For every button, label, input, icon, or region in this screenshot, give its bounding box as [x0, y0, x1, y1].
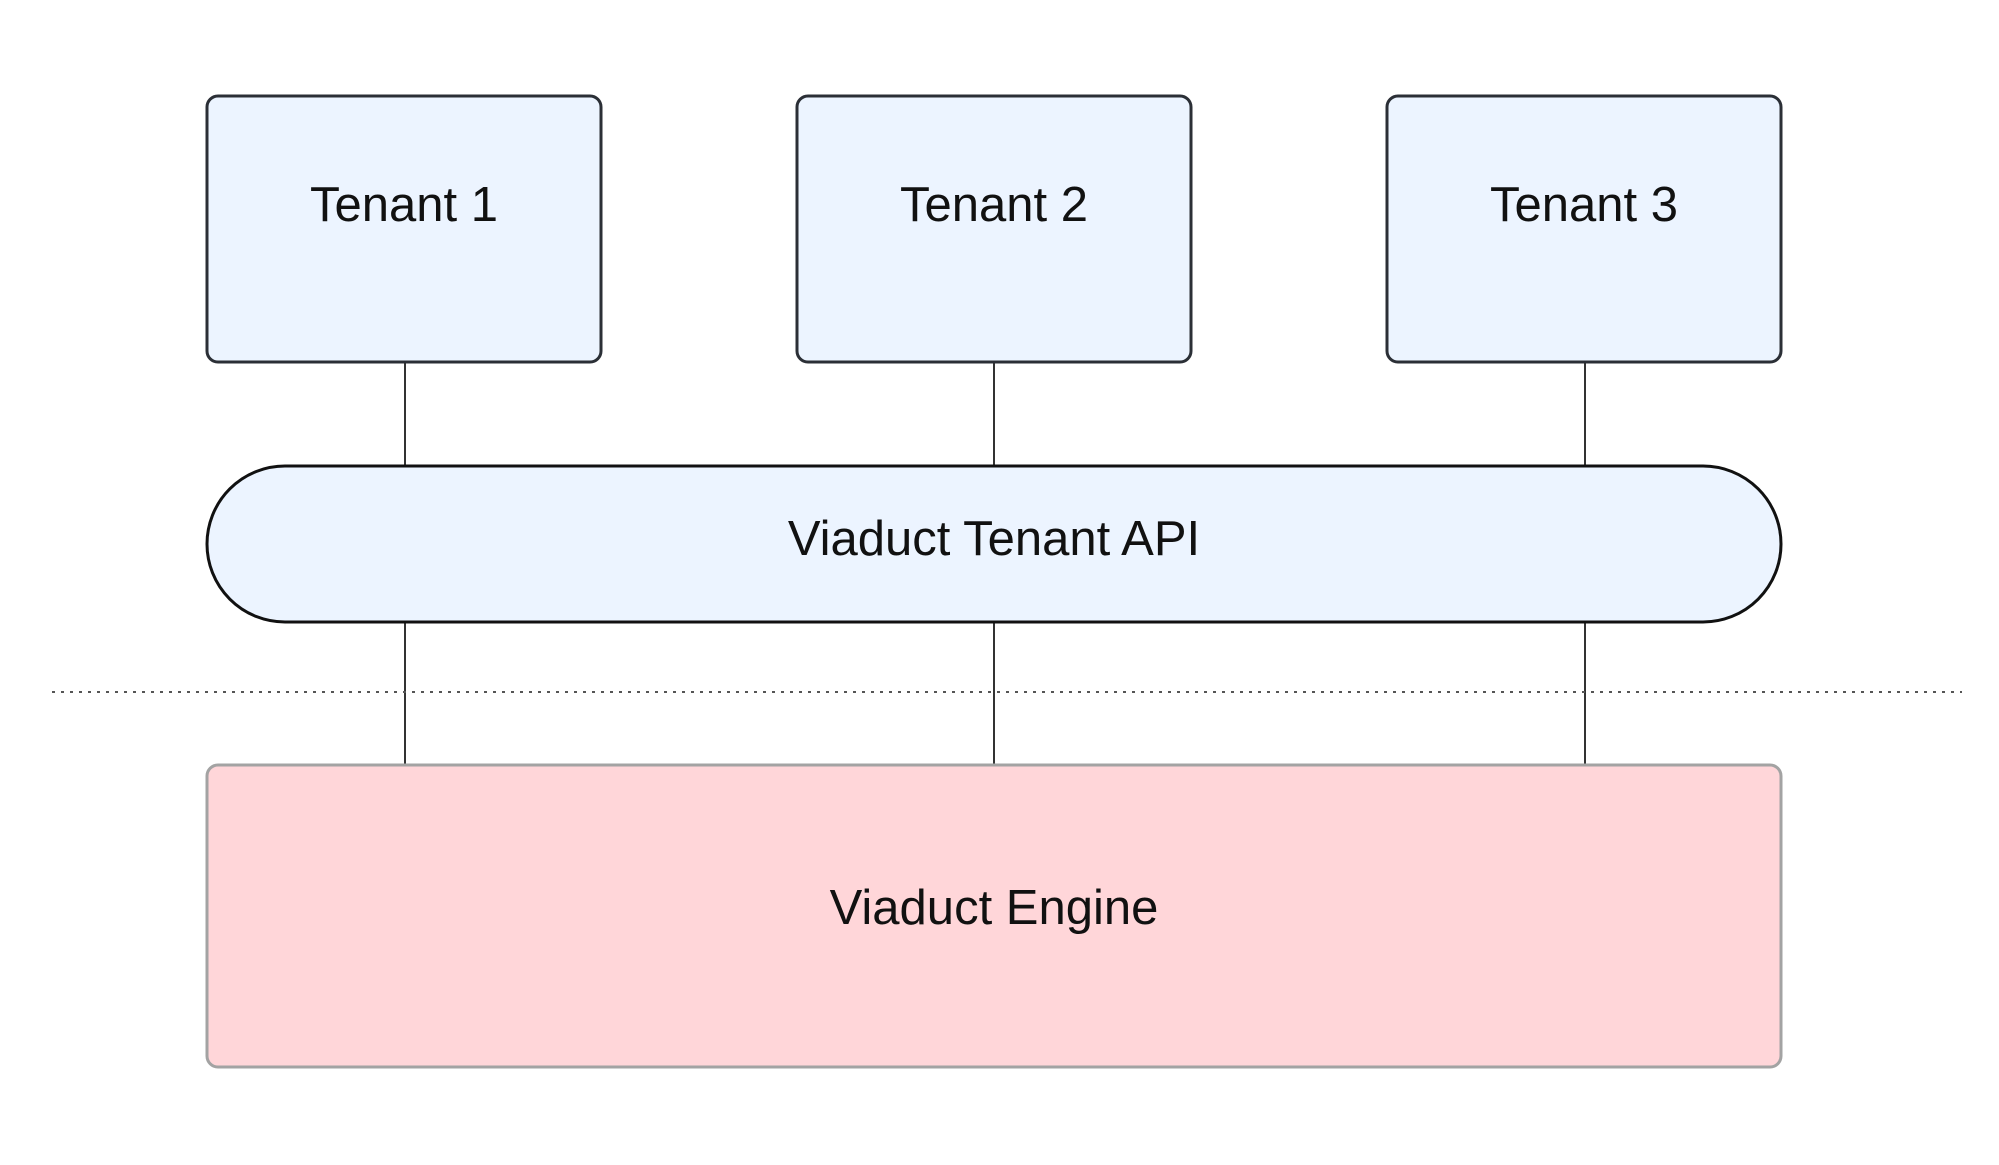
engine-label: Viaduct Engine: [830, 881, 1159, 935]
tenant-box-2-shape: [795, 94, 1193, 364]
tenant-api-label: Viaduct Tenant API: [788, 512, 1200, 566]
tenant-api-shape: [205, 464, 1783, 624]
tenant-api-connectors: [404, 362, 1586, 466]
tenant-box-2: Tenant 2: [795, 94, 1193, 364]
tenant-box-1: Tenant 1: [205, 94, 603, 364]
tenant-box-3: Tenant 3: [1385, 94, 1783, 364]
tenant-box-2-label: Tenant 2: [900, 178, 1088, 232]
engine-layer: Viaduct Engine: [205, 763, 1783, 1069]
tenant-box-1-shape: [205, 94, 603, 364]
engine-shape: [205, 763, 1783, 1069]
tenant-box-3-label: Tenant 3: [1490, 178, 1678, 232]
api-engine-connectors: [404, 622, 1586, 765]
tenant-box-3-shape: [1385, 94, 1783, 364]
tenant-api-layer: Viaduct Tenant API: [205, 464, 1783, 624]
tenant-box-1-label: Tenant 1: [310, 178, 498, 232]
